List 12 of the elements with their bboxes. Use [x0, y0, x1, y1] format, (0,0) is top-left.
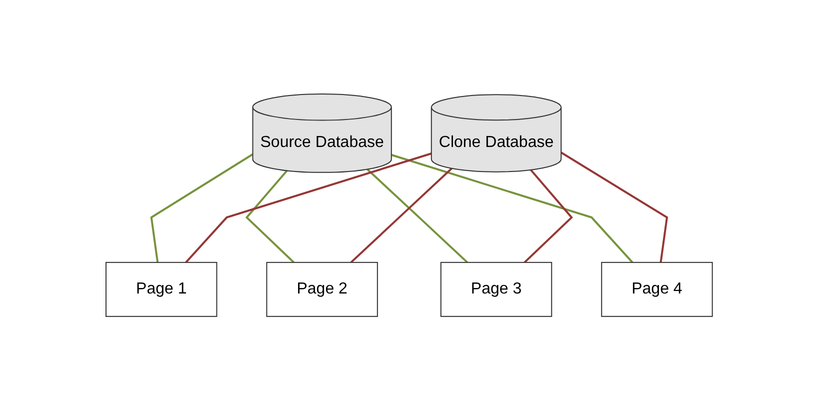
connector	[560, 151, 668, 262]
node-box: Page 2	[266, 262, 378, 317]
node-box: Page 4	[600, 262, 713, 317]
connector	[350, 167, 452, 263]
connector	[245, 170, 294, 263]
connector	[150, 153, 254, 262]
connector	[524, 168, 573, 263]
connector	[184, 152, 432, 263]
node-box: Page 1	[105, 262, 218, 317]
connector	[390, 154, 634, 263]
node-box: Page 3	[440, 262, 552, 317]
connector	[366, 168, 468, 263]
